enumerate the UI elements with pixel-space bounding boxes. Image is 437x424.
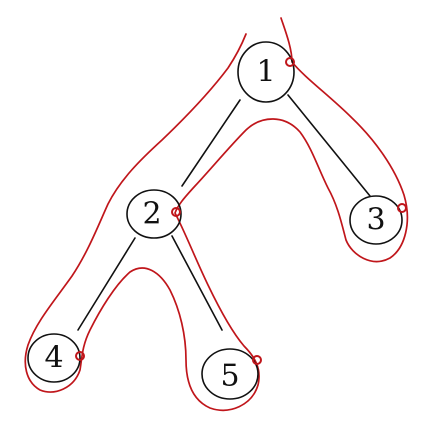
visit-marker-node-3	[397, 203, 407, 213]
node-2-label: 2	[142, 197, 161, 232]
tree-node-3: 3	[349, 195, 403, 245]
edge-1-2	[181, 99, 241, 187]
node-5-label: 5	[220, 359, 239, 394]
edge-2-4	[77, 237, 136, 331]
visit-marker-node-1	[285, 57, 295, 67]
node-1-circle	[237, 41, 295, 103]
node-2-circle	[126, 189, 182, 239]
visit-marker-node-2	[171, 207, 181, 217]
node-4-circle	[27, 333, 81, 383]
edge-2-5	[171, 235, 223, 331]
tree-node-4: 4	[27, 333, 81, 383]
node-5-circle	[201, 348, 259, 400]
tree-node-5: 5	[201, 348, 259, 400]
node-1-label: 1	[256, 55, 275, 90]
visit-marker-node-5	[252, 355, 262, 365]
node-3-circle	[349, 195, 403, 245]
node-3-label: 3	[366, 203, 385, 238]
tree-node-2: 2	[126, 189, 182, 239]
visit-marker-node-4	[75, 351, 85, 361]
traversal-contour	[24, 17, 409, 412]
node-4-label: 4	[44, 341, 63, 376]
tree-node-1: 1	[237, 41, 295, 103]
edge-1-3	[287, 94, 371, 197]
